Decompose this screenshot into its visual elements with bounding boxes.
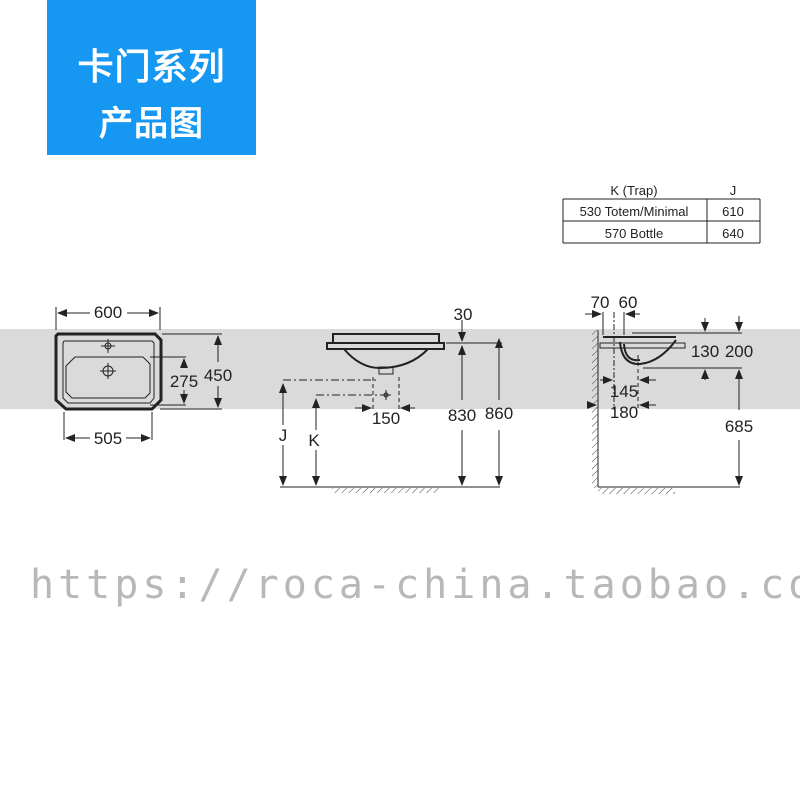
dim-trap-offset: 180 — [610, 403, 638, 422]
dim-bowl-depth-side: 130 — [691, 342, 719, 361]
title-banner: 卡门系列 产品图 — [47, 0, 256, 155]
dim-waste-offset: 145 — [610, 382, 638, 401]
table-header-k: K (Trap) — [610, 183, 657, 198]
top-view: 600 505 450 275 — [54, 303, 232, 448]
dim-rim: 30 — [454, 305, 473, 324]
dim-total-depth: 200 — [725, 342, 753, 361]
dim-tap-spacing: 150 — [372, 409, 400, 428]
trap-table: K (Trap) J 530 Totem/Minimal 610 570 Bot… — [562, 183, 761, 244]
table-cell: 610 — [722, 204, 744, 219]
label-k: K — [308, 431, 320, 450]
table-cell: 530 Totem/Minimal — [580, 204, 689, 219]
drain-outlet-icon — [381, 390, 391, 400]
dim-floor-height: 685 — [725, 417, 753, 436]
dim-inner-width: 505 — [94, 429, 122, 448]
dim-top-height: 860 — [485, 404, 513, 423]
table-cell: 570 Bottle — [605, 226, 664, 241]
dim-tap-offset: 60 — [619, 293, 638, 312]
tap-hole-icon — [101, 339, 115, 353]
series-title: 卡门系列 — [77, 47, 226, 88]
watermark-text: https://roca-china.taobao.com — [30, 562, 800, 608]
table-cell: 640 — [722, 226, 744, 241]
dim-wall-gap: 70 — [591, 293, 610, 312]
side-view: 70 60 145 180 130 200 685 — [585, 293, 753, 494]
front-view: 150 J K 30 830 860 — [279, 305, 513, 493]
diagram-subtitle: 产品图 — [99, 104, 204, 144]
dim-depth: 450 — [204, 366, 232, 385]
dim-bowl-depth: 275 — [170, 372, 198, 391]
table-header-j: J — [730, 183, 737, 198]
dim-width: 600 — [94, 303, 122, 322]
label-j: J — [279, 426, 288, 445]
dim-bowl-height: 830 — [448, 406, 476, 425]
drain-icon — [100, 363, 116, 379]
